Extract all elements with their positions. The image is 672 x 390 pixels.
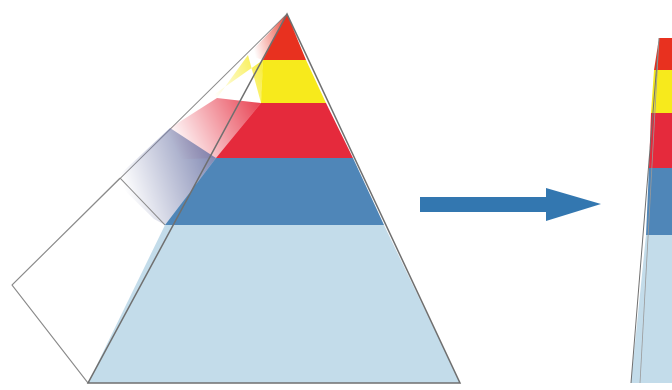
rotation-arrow — [420, 188, 601, 221]
pyramid-edge-on — [631, 38, 672, 383]
front-band-yellow — [261, 60, 326, 103]
arrow-head — [546, 188, 601, 221]
arrow-shaft — [420, 197, 548, 212]
edge-band-yellow — [651, 70, 672, 113]
